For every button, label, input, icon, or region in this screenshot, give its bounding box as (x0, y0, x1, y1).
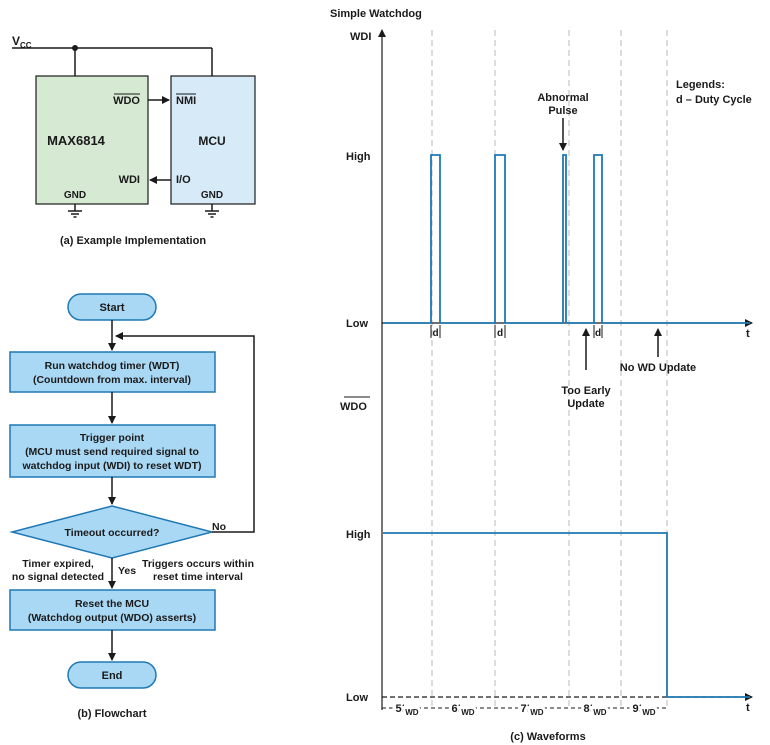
yes-label: Yes (118, 565, 136, 577)
interval-6twd: 6tWD (451, 703, 474, 717)
legend-title: Legends: (676, 79, 725, 91)
chip-label: MAX6814 (47, 133, 106, 148)
waveforms-title: Simple Watchdog (330, 8, 422, 20)
reset-line1: Reset the MCU (75, 598, 149, 610)
mcu-label: MCU (198, 134, 225, 148)
legend-item: d – Duty Cycle (676, 94, 752, 106)
reset-line2: (Watchdog output (WDO) asserts) (28, 612, 196, 624)
wdi-pin-label: WDI (119, 174, 140, 186)
mcu-ground-icon (205, 204, 219, 218)
no-label: No (212, 521, 226, 533)
vcc-label: VCC (12, 34, 32, 50)
trigger-line3: watchdog input (WDI) to reset WDT) (21, 460, 201, 472)
max6814-chip (35, 75, 149, 205)
within-interval-note-line1: Triggers occurs within (142, 558, 254, 570)
interval-9twd: 9tWD (632, 703, 655, 717)
start-label: Start (99, 302, 124, 314)
abnormal-pulse-line2: Pulse (548, 105, 577, 117)
wdo-signal (383, 532, 750, 698)
duty-label: d (432, 328, 438, 339)
implementation-caption: (a) Example Implementation (60, 235, 206, 247)
decision-label: Timeout occurred? (65, 527, 160, 539)
wdi-high-label: High (346, 151, 371, 163)
nmi-pin-label: NMI (176, 95, 196, 107)
no-loop-arrow (115, 332, 255, 533)
mcu-gnd-label: GND (201, 190, 223, 201)
timer-expired-note-line1: Timer expired, (22, 558, 94, 570)
wdi-signal (383, 154, 750, 324)
flowchart: Start Run watchdog timer (WDT) (Countdow… (9, 293, 255, 720)
too-early-line1: Too Early (561, 385, 611, 397)
waveforms: Simple Watchdog WDI WDO t t High Low Hig… (330, 8, 753, 743)
run-timer-line2: (Countdown from max. interval) (33, 374, 191, 386)
wdo-t-label: t (746, 702, 750, 714)
within-interval-note-line2: reset time interval (153, 571, 243, 583)
wdo-axis-label: WDO (340, 401, 367, 413)
run-timer-box (9, 351, 216, 393)
trigger-line1: Trigger point (80, 432, 145, 444)
chip-gnd-label: GND (64, 190, 86, 201)
duty-label: d (595, 328, 601, 339)
vcc-junction-dot (72, 45, 78, 51)
wdi-low-label: Low (346, 318, 368, 330)
too-early-line2: Update (567, 398, 604, 410)
reset-mcu-box (9, 589, 216, 631)
interval-gridlines (431, 30, 668, 710)
duty-label: d (497, 328, 503, 339)
wdi-axis-label: WDI (350, 31, 371, 43)
no-update-label: No WD Update (620, 362, 696, 374)
duty-marker-2: d (494, 325, 506, 339)
mcu-block (170, 75, 256, 205)
wdi-t-label: t (746, 328, 750, 340)
trigger-line2: (MCU must send required signal to (25, 446, 199, 458)
wdo-low-label: Low (346, 692, 368, 704)
timer-expired-note-line2: no signal detected (12, 571, 104, 583)
abnormal-pulse-line1: Abnormal (537, 92, 588, 104)
end-label: End (102, 670, 123, 682)
duty-marker-3: d (593, 325, 603, 339)
end-terminal (67, 661, 157, 689)
example-implementation: VCC MAX6814 WDO WDI GND MCU NMI I/O GND (12, 34, 256, 247)
run-timer-line1: Run watchdog timer (WDT) (45, 360, 180, 372)
wdo-high-label: High (346, 529, 371, 541)
duty-marker-1: d (430, 325, 441, 339)
waveforms-caption: (c) Waveforms (510, 731, 585, 743)
flowchart-caption: (b) Flowchart (77, 708, 146, 720)
interval-7twd: 7tWD (520, 703, 543, 717)
interval-labels: 5tWD 6tWD 7tWD 8tWD 9tWD (382, 700, 667, 720)
wdo-pin-label: WDO (113, 95, 140, 107)
interval-5twd: 5tWD (395, 703, 418, 717)
interval-8twd: 8tWD (583, 703, 606, 717)
chip-ground-icon (68, 204, 82, 218)
io-pin-label: I/O (176, 174, 191, 186)
